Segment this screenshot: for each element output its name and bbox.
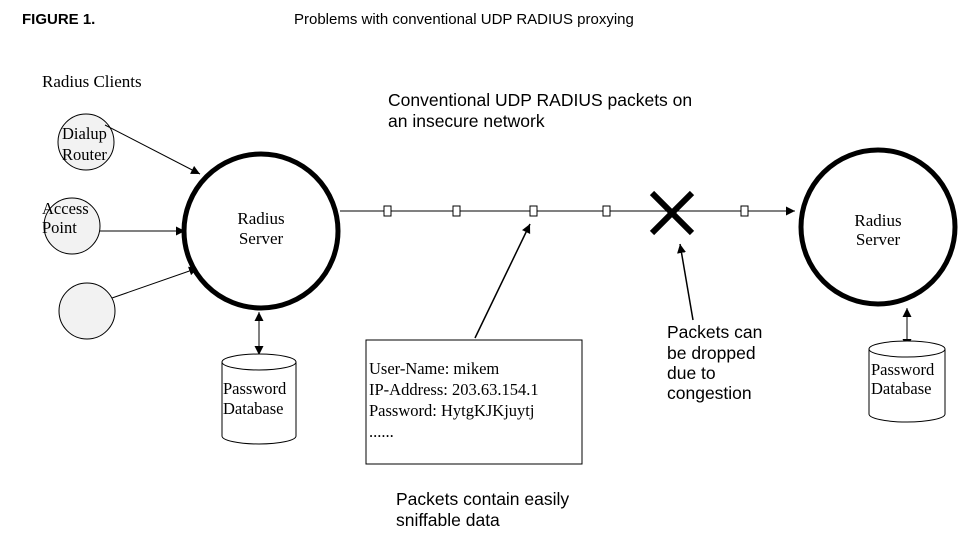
packet [740,205,749,217]
packet-info-ellipsis: ...... [369,422,394,441]
dropped-arrow [677,243,694,321]
drop-note-line2: be dropped [667,343,756,363]
figure-title: Problems with conventional UDP RADIUS pr… [294,11,634,28]
dialup-router-label-line2: Router [62,145,107,164]
client-to-server-arrow [111,266,199,299]
client-unnamed [58,282,116,340]
packet [452,205,461,217]
sniff-note-line1: Packets contain easily [396,489,569,509]
password-database-left: Password Database [221,353,297,445]
packet-info-ip-address: IP-Address: 203.63.154.1 [369,380,539,399]
client-dialup-router: Dialup Router [57,113,115,171]
network-note-line1: Conventional UDP RADIUS packets on [388,90,692,110]
clients-heading: Radius Clients [42,72,142,91]
network-note-line2: an insecure network [388,111,545,131]
dialup-to-server-arrow [104,124,201,175]
radius-server-left: Radius Server [181,151,341,311]
server-right-label-line1: Radius [854,211,901,230]
packet [602,205,611,217]
db-left-label-line2: Database [223,399,283,418]
db-right-label-line2: Database [871,379,931,398]
drop-note-line3: due to [667,363,716,383]
server-left-label-line1: Radius [237,209,284,228]
db-left-label-line1: Password [223,379,287,398]
client-access-point: Access Point [42,197,101,255]
radius-server-right: Radius Server [798,147,958,307]
access-point-label-line2: Point [42,218,77,237]
packets [383,205,749,217]
packet-info-box [365,339,583,465]
dropped-packet-cross-icon [649,190,695,236]
dialup-router-label-line1: Dialup [62,124,107,143]
server-right-label-line2: Server [856,230,901,249]
db-right-label-line1: Password [871,360,935,379]
sniff-arrow [474,223,531,339]
sniff-note-line2: sniffable data [396,510,500,530]
drop-note-line4: congestion [667,383,752,403]
access-point-label-line1: Access [42,199,89,218]
packet-info-password: Password: HytgKJKjuytj [369,401,534,420]
packet [383,205,392,217]
server-left-label-line2: Server [239,229,284,248]
drop-note-line1: Packets can [667,322,762,342]
figure-label: FIGURE 1. [22,11,95,28]
password-database-right: Password Database [868,340,946,423]
packet [529,205,538,217]
packet-info-username: User-Name: mikem [369,359,499,378]
